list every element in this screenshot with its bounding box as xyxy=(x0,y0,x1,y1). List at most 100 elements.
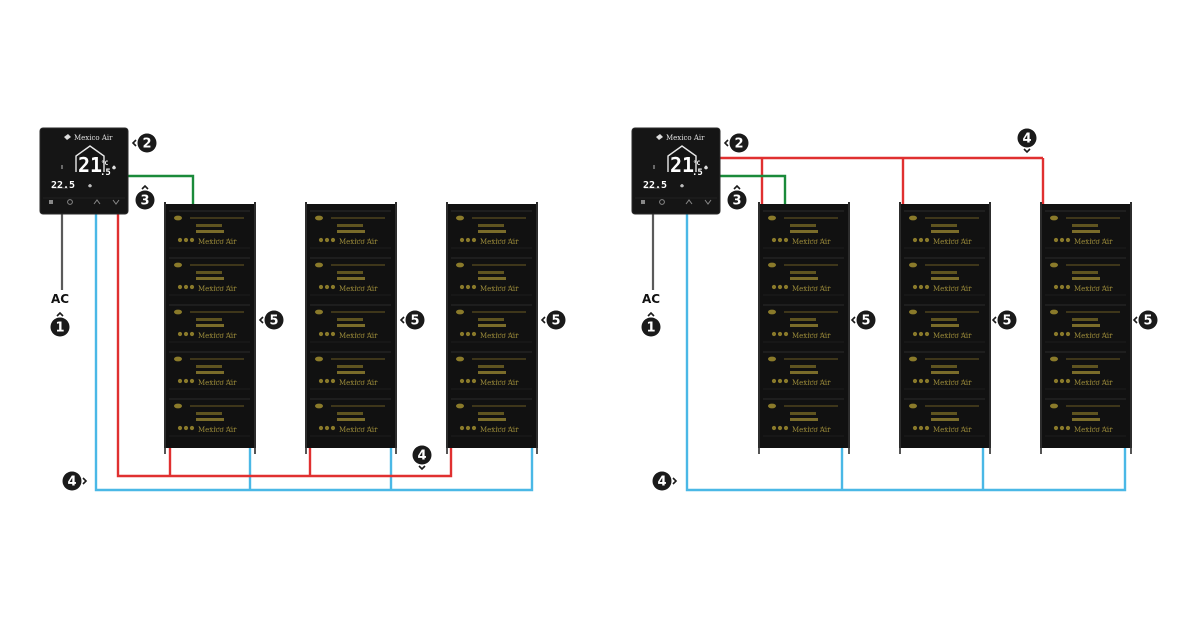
thermostat-temp-set: 22.5 xyxy=(643,180,667,191)
callout-arrow xyxy=(733,184,741,190)
panel-brand-text: Mexico Air xyxy=(1074,238,1113,246)
wiring-layer xyxy=(60,156,1127,492)
callout-5-series-1: 5 xyxy=(258,310,284,330)
panel-brand-text: Mexico Air xyxy=(480,238,519,246)
flame-icon xyxy=(112,165,116,170)
panel-module: Mexico Air xyxy=(762,257,845,296)
panel-brand-text: Mexico Air xyxy=(1074,332,1113,340)
panel-frame-right xyxy=(536,202,538,452)
panel-module: Mexico Air xyxy=(762,351,845,390)
return-wire-parallel xyxy=(685,210,1127,492)
panel-brand-text: Mexico Air xyxy=(339,238,378,246)
callout-number: 4 xyxy=(1022,132,1031,147)
panel-brand-text: Mexico Air xyxy=(933,379,972,387)
panel-frame-left xyxy=(446,202,448,452)
flame-icon xyxy=(704,165,708,170)
callout-number: 4 xyxy=(67,475,76,490)
panel-brand-text: Mexico Air xyxy=(792,332,831,340)
panel-foot xyxy=(254,448,256,454)
thermostat-unit: °C xyxy=(693,160,701,167)
callout-4a-parallel: 4 xyxy=(1017,128,1037,154)
panel-module: Mexico Air xyxy=(903,257,986,296)
panel-frame-right xyxy=(989,202,991,452)
callout-circle xyxy=(729,133,749,153)
callout-number: 1 xyxy=(55,321,64,336)
thermostat-temp-main: 21 xyxy=(78,153,102,177)
panel-frame-left xyxy=(164,202,166,452)
callout-arrow xyxy=(399,316,405,324)
callout-5-series-3: 5 xyxy=(540,310,566,330)
panel-frame-right xyxy=(395,202,397,452)
panel-brand-text: Mexico Air xyxy=(1074,426,1113,434)
panel-frame-right xyxy=(848,202,850,452)
callout-4a-series: 4 xyxy=(412,445,432,471)
callout-arrow xyxy=(418,465,426,471)
thermostat-temp-main: 21 xyxy=(670,153,694,177)
callout-5-series-2: 5 xyxy=(399,310,425,330)
callout-circle xyxy=(856,310,876,330)
panel-foot xyxy=(395,448,397,454)
panel-brand-text: Mexico Air xyxy=(792,426,831,434)
callout-number: 1 xyxy=(646,321,655,336)
callout-arrow xyxy=(1023,148,1031,154)
callout-arrow xyxy=(131,139,137,147)
panel-module: Mexico Air xyxy=(309,304,392,343)
return-wire-series xyxy=(94,210,534,492)
callout-5-parallel-2: 5 xyxy=(991,310,1017,330)
callout-number: 4 xyxy=(657,475,666,490)
flame-small-icon xyxy=(88,184,92,188)
callout-arrow xyxy=(141,184,149,190)
callout-arrow xyxy=(672,477,678,485)
thermostat-temp-decimal: .5 xyxy=(100,168,111,178)
thermostat-unit: °C xyxy=(101,160,109,167)
callout-circle xyxy=(1017,128,1037,148)
panel-module: Mexico Air xyxy=(1044,257,1127,296)
panel-frame-left xyxy=(899,202,901,452)
panel-frame-left xyxy=(1040,202,1042,452)
panel-module: Mexico Air xyxy=(1044,304,1127,343)
panel-module: Mexico Air xyxy=(168,210,251,249)
panel-frame-right xyxy=(254,202,256,452)
callout-arrow xyxy=(723,139,729,147)
panel-brand-text: Mexico Air xyxy=(198,426,237,434)
thermostat-brand: Mexico Air xyxy=(74,134,113,142)
panel-module: Mexico Air xyxy=(168,351,251,390)
panel-brand-text: Mexico Air xyxy=(1074,379,1113,387)
panel-module: Mexico Air xyxy=(450,210,533,249)
panel-module: Mexico Air xyxy=(903,210,986,249)
panel-frame-right xyxy=(1130,202,1132,452)
panel-module: Mexico Air xyxy=(1044,398,1127,437)
panel-foot xyxy=(1130,448,1132,454)
power-label-series: AC xyxy=(51,292,69,306)
callout-circle xyxy=(137,133,157,153)
callout-arrow xyxy=(647,311,655,317)
callout-arrow xyxy=(1132,316,1138,324)
callout-arrow xyxy=(540,316,546,324)
panel-module: Mexico Air xyxy=(450,398,533,437)
callout-5-parallel-1: 5 xyxy=(850,310,876,330)
panel-brand-text: Mexico Air xyxy=(933,238,972,246)
callout-arrow xyxy=(82,477,88,485)
callout-circle xyxy=(412,445,432,465)
panel-brand-text: Mexico Air xyxy=(198,379,237,387)
panel-brand-text: Mexico Air xyxy=(198,332,237,340)
panel-module: Mexico Air xyxy=(168,398,251,437)
callout-circle xyxy=(135,190,155,210)
callout-number: 5 xyxy=(410,314,419,329)
callout-1-parallel: 1 xyxy=(641,311,661,337)
bird-logo-icon xyxy=(656,134,663,140)
callout-number: 2 xyxy=(142,137,151,152)
panel-foot xyxy=(758,448,760,454)
panel-module: Mexico Air xyxy=(903,398,986,437)
callout-number: 5 xyxy=(269,314,278,329)
callout-circle xyxy=(546,310,566,330)
callout-number: 5 xyxy=(1002,314,1011,329)
panel-foot xyxy=(536,448,538,454)
panel-brand-text: Mexico Air xyxy=(480,379,519,387)
